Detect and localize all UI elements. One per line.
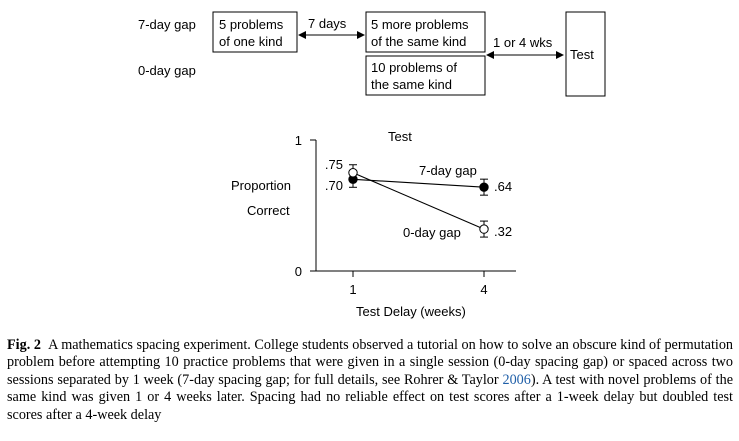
box-second-line1: 5 more problems (371, 17, 469, 32)
box-zero-line1: 10 problems of (371, 60, 457, 75)
series-line (352, 178, 485, 188)
chart-marks: 0 1 1 4 .70 .75 .64 .32 7-day gap 0-day gap (295, 133, 512, 297)
data-label: .75 (325, 157, 343, 172)
series-line (352, 172, 485, 230)
series-label: 0-day gap (403, 225, 461, 240)
test-box-label: Test (570, 47, 594, 62)
data-point-open (348, 168, 358, 178)
caption-text-part2: ). A test with novel problems of the sam… (7, 371, 734, 423)
x-tick-label: 4 (480, 282, 487, 297)
box-test (565, 11, 606, 97)
data-label: .32 (494, 224, 512, 239)
data-point-filled (479, 182, 489, 192)
series-label: 7-day gap (419, 163, 477, 178)
caption-citation-link[interactable]: 2006 (502, 371, 531, 388)
box-first-line1: 5 problems (219, 17, 284, 32)
figure-caption: Fig. 2 A mathematics spacing experiment.… (7, 337, 733, 424)
data-label: .64 (494, 179, 512, 194)
delay-label: 1 or 4 wks (493, 35, 553, 50)
data-point-open (479, 224, 489, 234)
row-label-0day: 0-day gap (138, 63, 196, 78)
line-chart: Test Proportion Correct Test Delay (week… (231, 129, 516, 319)
caption-text-part1: A mathematics spacing experiment. Colleg… (7, 337, 734, 388)
caption-label: Fig. 2 (7, 337, 41, 353)
y-axis-label-line1: Proportion (231, 178, 291, 193)
x-tick-label: 1 (349, 282, 356, 297)
design-diagram: 7-day gap 0-day gap 5 problems of one ki… (138, 11, 606, 97)
data-label: .70 (325, 178, 343, 193)
row-label-7day: 7-day gap (138, 17, 196, 32)
chart-title: Test (388, 129, 412, 144)
y-tick-label: 1 (295, 133, 302, 148)
y-axis-label-line2: Correct (247, 203, 290, 218)
box-zero-line2: the same kind (371, 77, 452, 92)
y-tick-label: 0 (295, 264, 302, 279)
box-zero-session (365, 55, 486, 96)
box-first-session (212, 11, 298, 53)
figure-canvas: 7-day gap 0-day gap 5 problems of one ki… (138, 11, 606, 319)
box-second-session (365, 11, 486, 53)
x-axis-label: Test Delay (weeks) (356, 304, 466, 319)
gap-label: 7 days (308, 16, 347, 31)
box-second-line2: of the same kind (371, 34, 466, 49)
box-first-line2: of one kind (219, 34, 283, 49)
